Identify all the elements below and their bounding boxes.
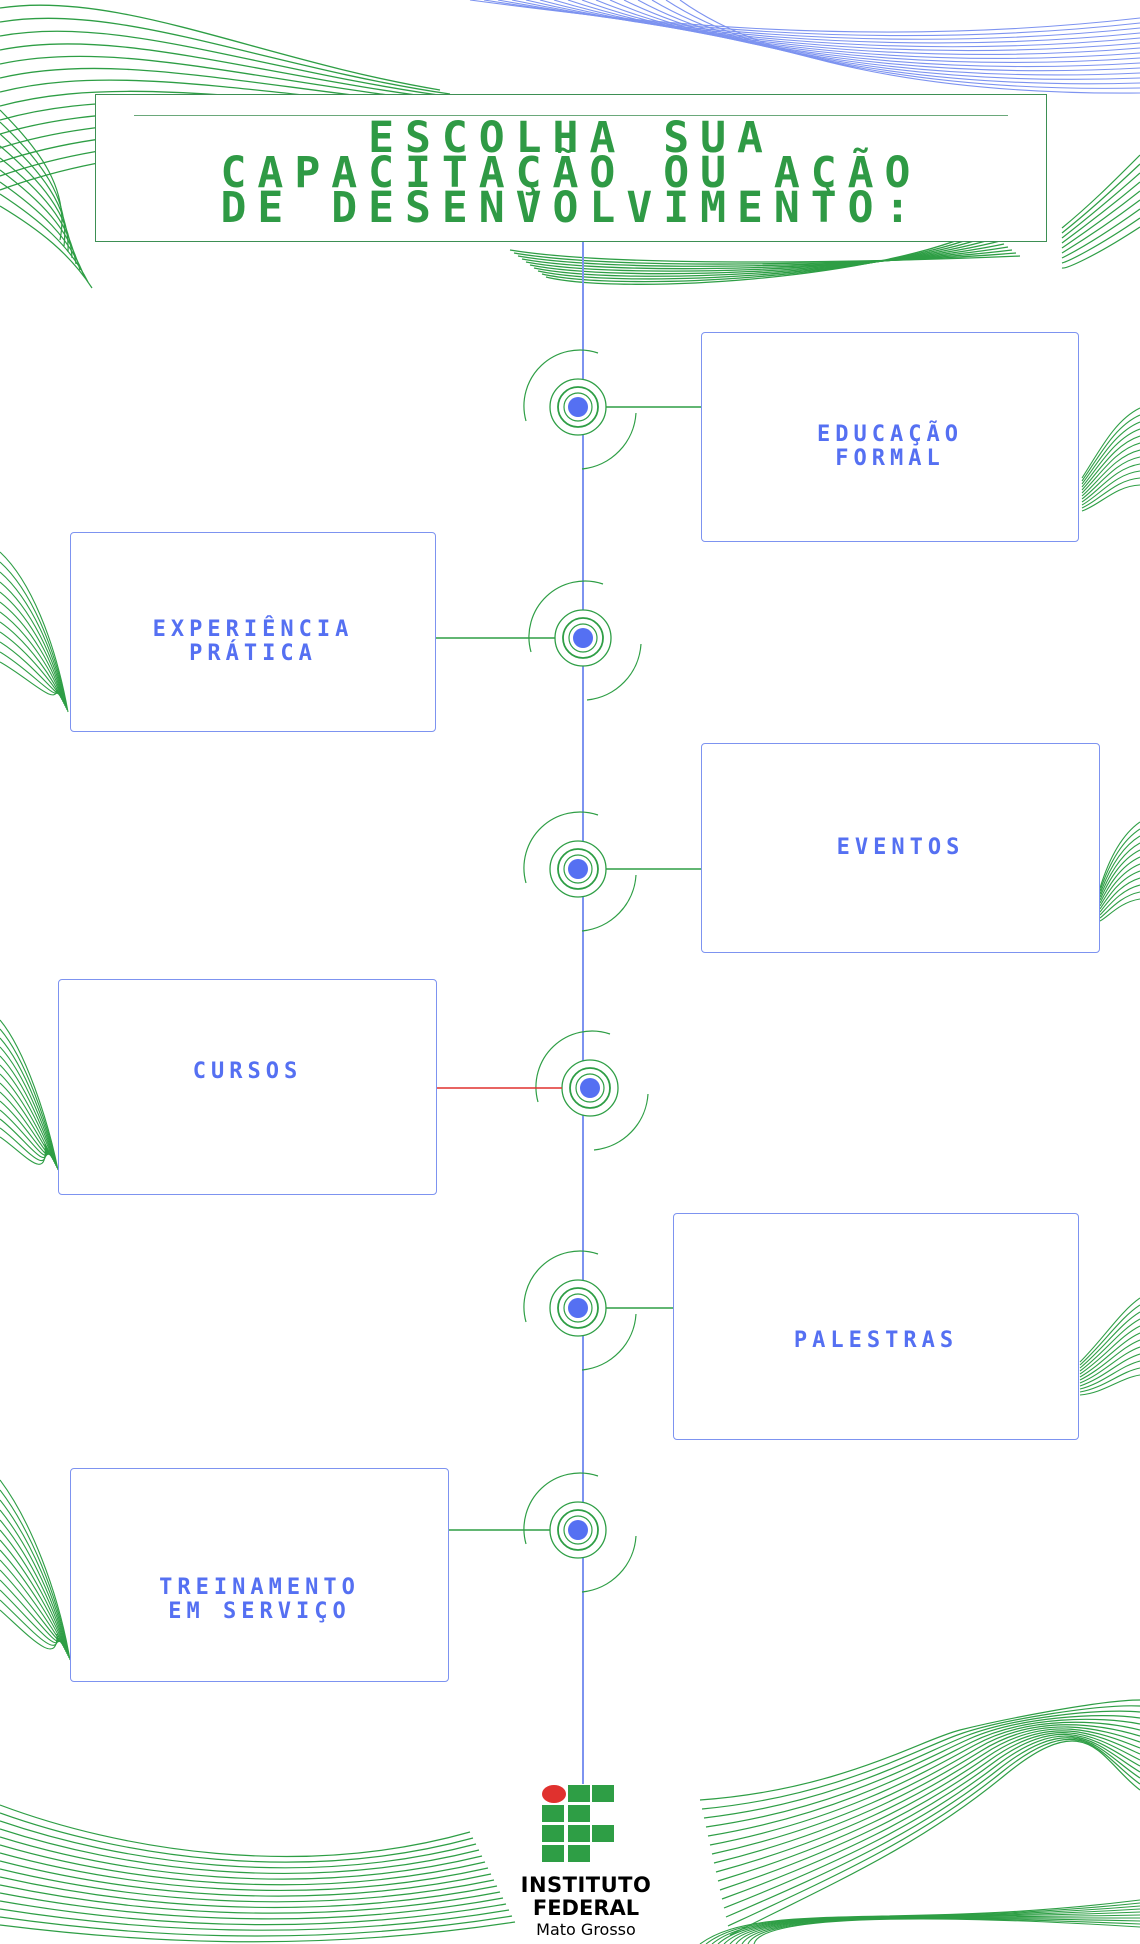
timeline-node-dot (568, 397, 588, 417)
logo-green-square-icon (568, 1785, 590, 1802)
option-card-experiencia-pratica[interactable]: EXPERIÊNCIA PRÁTICA (70, 532, 436, 732)
title-line: CAPACITAÇÃO OU AÇÃO (220, 148, 922, 198)
logo-line-3: Mato Grosso (536, 1920, 636, 1939)
wave-right-2 (1081, 407, 1140, 512)
timeline-node-dot (568, 1298, 588, 1318)
wave-title-bottom (509, 228, 1021, 285)
wave-right-3 (1099, 821, 1140, 922)
option-label: PALESTRAS (674, 1329, 1078, 1353)
wave-bottom-left (0, 1804, 516, 1943)
timeline-node (414, 580, 642, 701)
wave-bottom-right (699, 1699, 1140, 1936)
logo-green-square-icon (592, 1785, 614, 1802)
option-card-educacao-formal[interactable]: EDUCAÇÃO FORMAL (701, 332, 1079, 542)
wave-right-4 (1079, 1297, 1140, 1396)
option-card-palestras[interactable]: PALESTRAS (673, 1213, 1079, 1440)
option-label-line: TREINAMENTO (159, 1575, 360, 1600)
option-label: EVENTOS (702, 836, 1099, 860)
wave-top-right (469, 0, 1140, 94)
logo-green-square-icon (542, 1845, 564, 1862)
wave-left-2 (0, 1019, 59, 1171)
option-label-line: EXPERIÊNCIA (152, 617, 354, 642)
timeline-node-dot (568, 1520, 588, 1540)
option-label: EDUCAÇÃO FORMAL (702, 423, 1078, 471)
logo-green-square-icon (568, 1805, 590, 1822)
title-line: DE DESENVOLVIMENTO: (220, 183, 922, 233)
timeline-node (523, 811, 742, 932)
option-label-line: PALESTRAS (793, 1328, 959, 1353)
timeline-node (523, 1250, 740, 1371)
option-card-eventos[interactable]: EVENTOS (701, 743, 1100, 953)
wave-top-left-lower (0, 109, 93, 289)
logo-line-1: INSTITUTO (520, 1873, 652, 1897)
title-rule (134, 115, 1008, 116)
option-label-line: EVENTOS (836, 835, 965, 860)
option-label: TREINAMENTO EM SERVIÇO (71, 1576, 448, 1624)
option-label: CURSOS (59, 1060, 436, 1084)
timeline-node (401, 1030, 649, 1151)
timeline-node-dot (568, 859, 588, 879)
title-line: ESCOLHA SUA (368, 113, 774, 163)
logo-line-2: FEDERAL (532, 1896, 640, 1920)
timeline-node-dot (573, 628, 593, 648)
page-title: ESCOLHA SUA CAPACITAÇÃO OU AÇÃO DE DESEN… (96, 113, 1046, 233)
wave-left-1 (0, 551, 69, 713)
logo-green-square-icon (542, 1805, 564, 1822)
logo-green-square-icon (568, 1825, 590, 1842)
option-label-line: EM SERVIÇO (168, 1599, 351, 1624)
option-label: EXPERIÊNCIA PRÁTICA (71, 618, 435, 666)
timeline-node-dot (580, 1078, 600, 1098)
option-label-line: PRÁTICA (189, 641, 317, 666)
option-card-treinamento-em-servico[interactable]: TREINAMENTO EM SERVIÇO (70, 1468, 449, 1682)
option-label-line: EDUCAÇÃO (817, 422, 963, 447)
logo-green-square-icon (592, 1825, 614, 1842)
option-label-line: FORMAL (835, 446, 945, 471)
logo-green-square-icon (542, 1825, 564, 1842)
option-card-cursos[interactable]: CURSOS (58, 979, 437, 1195)
logo-red-circle-icon (542, 1785, 566, 1803)
logo-green-square-icon (568, 1845, 590, 1862)
institute-logo: INSTITUTO FEDERAL Mato Grosso (492, 1784, 680, 1944)
wave-right-1 (1061, 154, 1140, 269)
wave-left-3 (0, 1479, 71, 1661)
wave-bottom-right-low (699, 1899, 1140, 1944)
option-label-line: CURSOS (192, 1059, 303, 1084)
timeline-node (523, 349, 730, 470)
title-box: ESCOLHA SUA CAPACITAÇÃO OU AÇÃO DE DESEN… (95, 94, 1047, 242)
